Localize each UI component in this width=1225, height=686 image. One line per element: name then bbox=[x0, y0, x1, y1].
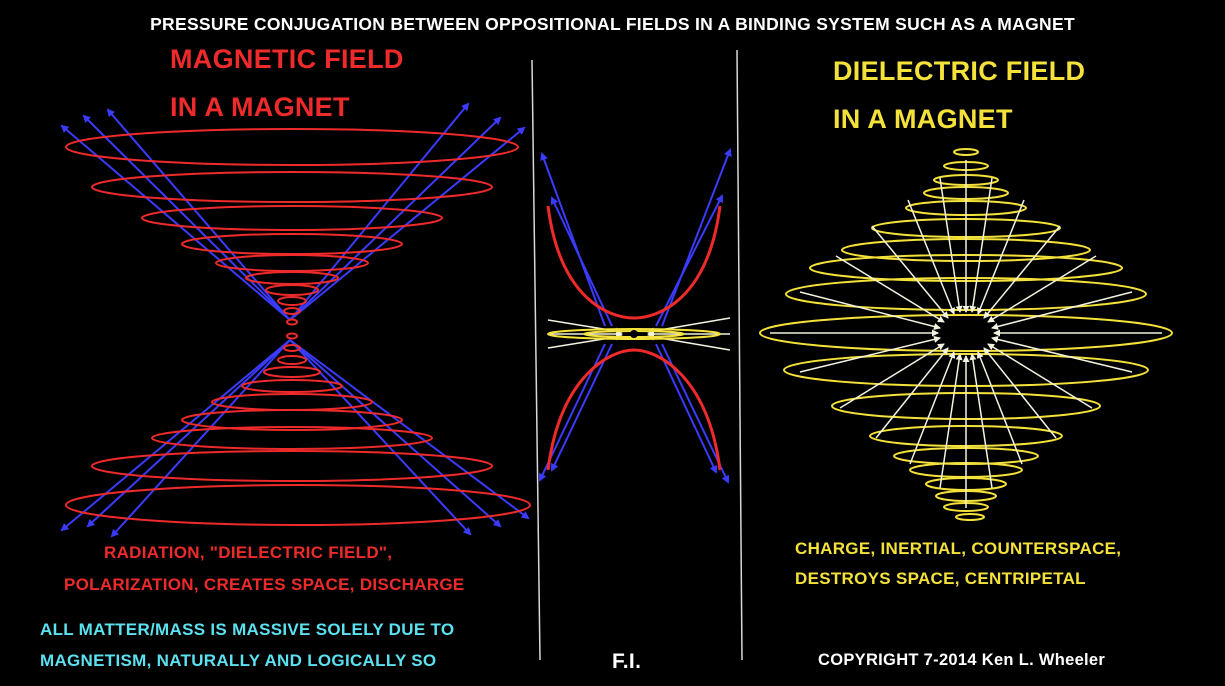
divider-left bbox=[531, 59, 541, 661]
dielectric-white-arrows bbox=[770, 160, 1162, 508]
center-red-curves bbox=[546, 205, 722, 471]
dielectric-field-diamond bbox=[759, 148, 1173, 521]
conjugation-center-view bbox=[538, 148, 732, 484]
dielectric-note-line2: DESTROYS SPACE, CENTRIPETAL bbox=[795, 569, 1086, 588]
center-white-arrows bbox=[547, 317, 731, 351]
copyright-notice: COPYRIGHT 7-2014 Ken L. Wheeler bbox=[818, 651, 1106, 669]
divider-right bbox=[736, 49, 743, 661]
center-blue-field-lines bbox=[538, 148, 732, 484]
diagram-title: PRESSURE CONJUGATION BETWEEN OPPOSITIONA… bbox=[150, 14, 1075, 34]
matter-statement-line2: MAGNETISM, NATURALLY AND LOGICALLY SO bbox=[40, 651, 437, 670]
dielectric-heading-line1: DIELECTRIC FIELD bbox=[833, 56, 1086, 86]
matter-statement-line1: ALL MATTER/MASS IS MASSIVE SOLELY DUE TO bbox=[40, 620, 455, 639]
magnetic-heading-line2: IN A MAGNET bbox=[170, 92, 350, 122]
magnetic-field-hourglass bbox=[60, 102, 531, 538]
dielectric-center-void bbox=[956, 323, 976, 343]
magnetic-heading-line1: MAGNETIC FIELD bbox=[170, 44, 404, 74]
center-void bbox=[630, 330, 638, 338]
dielectric-note-line1: CHARGE, INERTIAL, COUNTERSPACE, bbox=[795, 539, 1122, 558]
magnetic-note-line1: RADIATION, "DIELECTRIC FIELD", bbox=[104, 543, 393, 562]
magnetic-note-line2: POLARIZATION, CREATES SPACE, DISCHARGE bbox=[64, 575, 465, 594]
magnetic-red-rings bbox=[65, 128, 531, 526]
center-mark: F.I. bbox=[612, 650, 642, 673]
dielectric-heading-line2: IN A MAGNET bbox=[833, 104, 1013, 134]
